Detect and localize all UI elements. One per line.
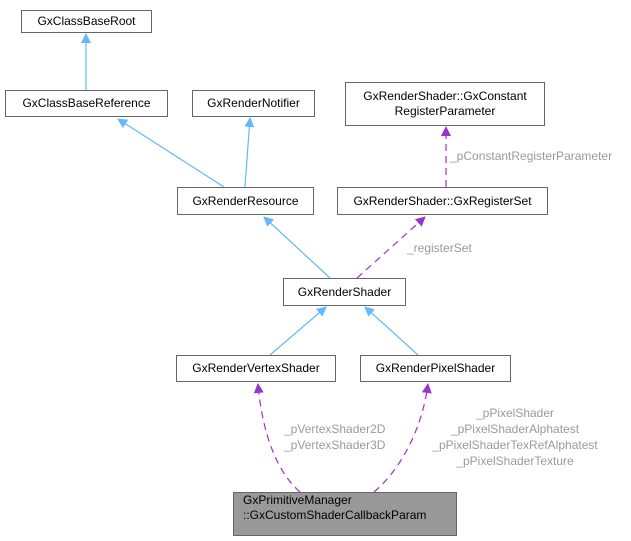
class-name: GxRenderResource <box>192 193 299 208</box>
edge-label-pixel-shaders: _pPixelShader _pPixelShaderAlphatest _pP… <box>424 405 606 469</box>
class-name-line-2: ::GxCustomShaderCallbackParam <box>243 508 427 522</box>
class-node-gxconstantregisterparameter[interactable]: GxRenderShader::GxConstant RegisterParam… <box>345 82 545 126</box>
class-name: GxClassBaseRoot <box>37 14 136 28</box>
edge-label-vertex-shaders: _pVertexShader2D _pVertexShader3D <box>284 421 385 453</box>
class-node-gxrendershader[interactable]: GxRenderShader <box>283 278 406 306</box>
edge-label-line: _pVertexShader3D <box>284 438 386 452</box>
edge-focus-to-pixel <box>373 383 432 493</box>
edge-shader-to-registerset <box>356 216 426 279</box>
edge-label-constant-register-parameter: _pConstantRegisterParameter <box>450 149 613 163</box>
class-node-gxclassbaseroot[interactable]: GxClassBaseRoot <box>21 10 152 33</box>
class-name: GxRenderPixelShader <box>375 361 496 375</box>
class-name-line-1: GxPrimitiveManager <box>243 493 352 507</box>
class-name-line-1: GxRenderShader::GxConstant <box>363 89 527 103</box>
edge-label-line: _pPixelShaderTexture <box>456 454 574 468</box>
class-name: GxRenderVertexShader <box>192 361 320 375</box>
class-name-line-2: RegisterParameter <box>394 104 496 118</box>
edge-vertex-to-shader <box>269 306 327 356</box>
edge-label-line: _pPixelShaderAlphatest <box>450 422 580 436</box>
class-name: GxRenderShader::GxRegisterSet <box>353 193 532 208</box>
class-node-gxrendervertexshader[interactable]: GxRenderVertexShader <box>176 355 336 382</box>
edge-label-line: _pVertexShader2D <box>284 422 386 436</box>
class-node-gxrenderresource[interactable]: GxRenderResource <box>177 187 314 215</box>
edge-label-line: _pPixelShaderTexRefAlphatest <box>432 438 598 452</box>
edge-label-register-set: _registerSet <box>407 241 472 255</box>
class-name: GxClassBaseReference <box>22 96 151 110</box>
class-node-gxrendernotifier[interactable]: GxRenderNotifier <box>192 90 315 117</box>
class-node-gxrenderpixelshader[interactable]: GxRenderPixelShader <box>360 355 511 382</box>
edge-focus-to-vertex <box>253 383 301 493</box>
edge-pixel-to-shader <box>364 306 419 356</box>
class-node-gxclassbasereference[interactable]: GxClassBaseReference <box>5 90 168 117</box>
class-node-gxcustomshadercallbackparam: GxPrimitiveManager ::GxCustomShaderCallb… <box>233 492 457 536</box>
class-node-gxregisterset[interactable]: GxRenderShader::GxRegisterSet <box>337 187 548 215</box>
edge-resource-to-reference <box>117 118 225 188</box>
class-name: GxRenderNotifier <box>207 96 300 110</box>
edge-shader-to-resource <box>263 216 331 279</box>
edge-label-line: _pPixelShader <box>475 406 555 420</box>
class-name: GxRenderShader <box>297 284 392 299</box>
edge-resource-to-notifier <box>244 117 255 188</box>
